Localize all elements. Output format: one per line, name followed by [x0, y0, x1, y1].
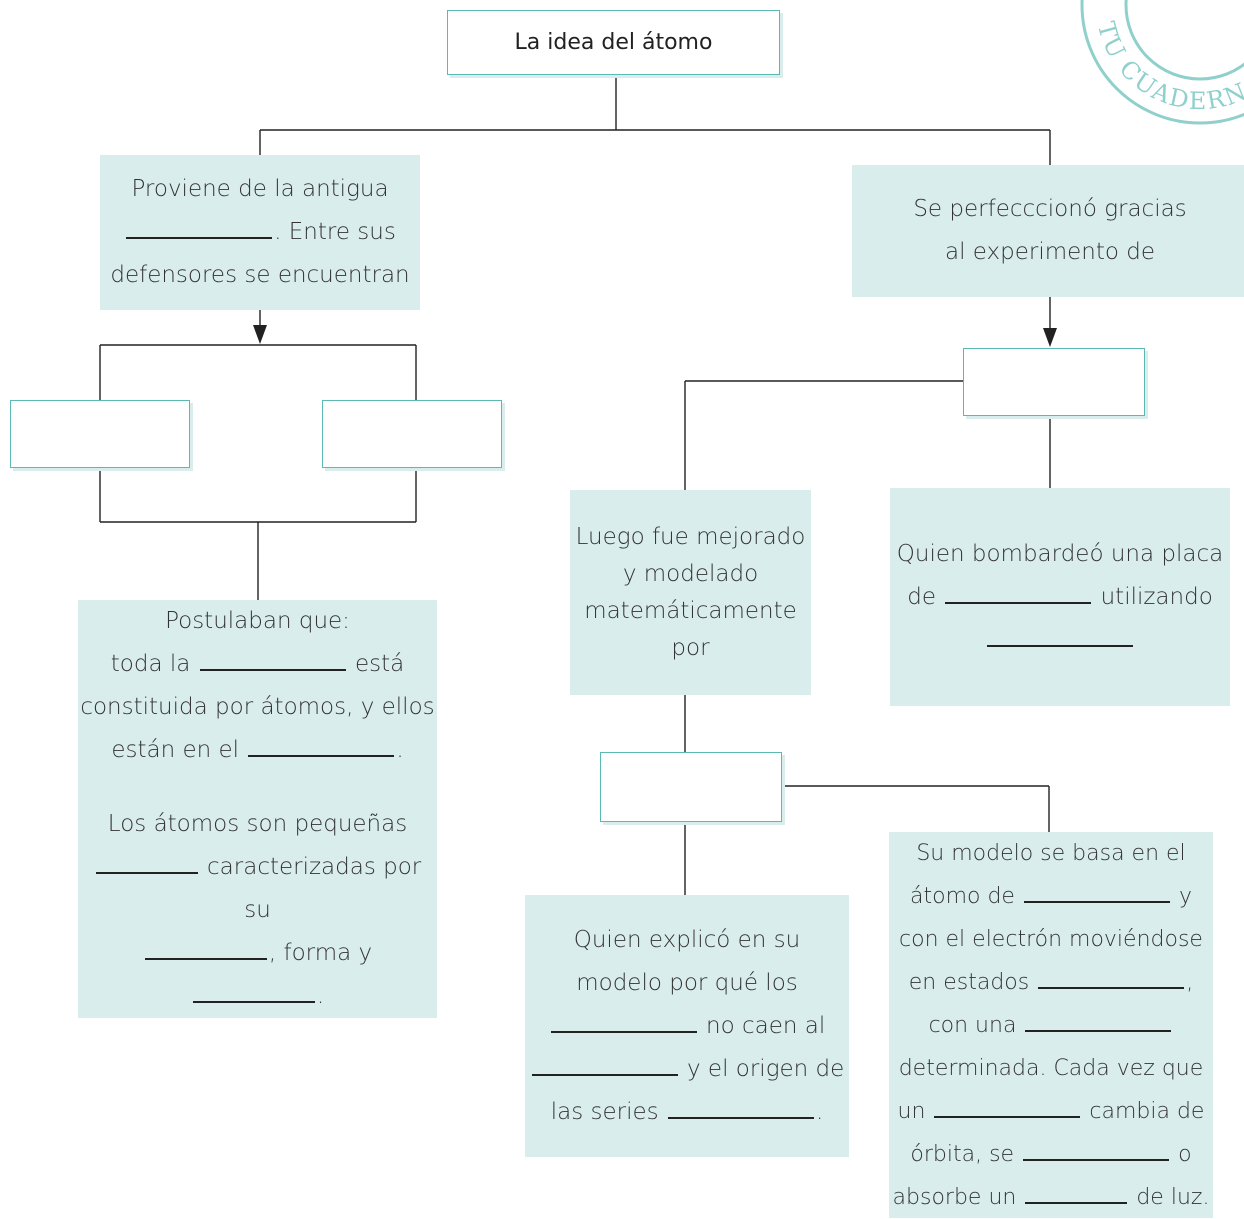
text-line: defensores se encuentran [110, 262, 410, 288]
node-perfecciono [852, 165, 1244, 297]
node-bombardeo-text: Quien bombardeó una placa de utilizando [890, 488, 1230, 706]
concept-map-title: La idea del átomo [447, 10, 780, 75]
node-modelo [889, 832, 1213, 1218]
text-line: caracterizadas por su [78, 846, 437, 932]
text-line: con una [929, 1004, 1174, 1047]
text-line: toda la está [111, 643, 404, 686]
blank-field[interactable] [126, 213, 273, 239]
blank-field[interactable] [1025, 1178, 1128, 1204]
text-line: no caen al [549, 1005, 825, 1048]
blank-field[interactable] [144, 934, 267, 960]
blank-field[interactable] [945, 578, 1092, 604]
text-line: Quien bombardeó una placa [896, 540, 1224, 567]
text-line: las series . [551, 1091, 824, 1134]
answer-box-experimento[interactable] [963, 348, 1145, 416]
text-line: constituida por átomos, y ellos [80, 694, 435, 720]
blank-field[interactable] [667, 1093, 814, 1119]
text-line: matemáticamente [584, 597, 797, 624]
blank-field[interactable] [248, 731, 395, 757]
blank-field[interactable] [1038, 963, 1185, 989]
answer-box-defensor-1[interactable] [10, 400, 190, 468]
text-line: . Entre sus [124, 211, 396, 254]
svg-text:TU CUADERNO: TU CUADERNO [1092, 19, 1244, 116]
answer-box-defensor-2[interactable] [322, 400, 502, 468]
text-line: átomo de y [910, 875, 1192, 918]
node-explico [525, 895, 849, 1157]
text-line: absorbe un de luz. [893, 1176, 1210, 1219]
node-antigua [100, 155, 420, 310]
text-line: Su modelo se basa en el [916, 840, 1186, 866]
node-mejorado-text: Luego fue mejorado y modelado matemática… [570, 490, 811, 695]
blank-field[interactable] [1023, 1135, 1170, 1161]
blank-field[interactable] [1023, 877, 1170, 903]
blank-field[interactable] [531, 1050, 678, 1076]
text-line: un cambia de [898, 1090, 1205, 1133]
node-mejorado [570, 490, 811, 695]
text-line: están en el . [111, 729, 403, 772]
text-line: al experimento de [944, 239, 1156, 265]
text-line: Quien explicó en su [573, 926, 801, 953]
blank-field[interactable] [95, 848, 198, 874]
text-line: Proviene de la antigua [131, 176, 389, 202]
answer-box-mejorado[interactable] [600, 752, 782, 822]
text-line [985, 619, 1135, 662]
text-line: y modelado [622, 560, 759, 587]
text-line: en estados , [909, 961, 1193, 1004]
text-line: modelo por qué los [576, 969, 798, 996]
text-line: Los átomos son pequeñas [107, 811, 408, 837]
text-line: , forma y . [78, 932, 437, 1018]
text-line: y el origen de [530, 1048, 844, 1091]
node-antigua-text: Proviene de la antigua . Entre sus defen… [100, 155, 420, 310]
text-line: Postulaban que: [165, 608, 350, 634]
stamp-logo: TU CUADERNO [1080, 0, 1244, 125]
text-line: con el electrón moviéndose [899, 926, 1203, 952]
blank-field[interactable] [987, 621, 1133, 647]
text-line: órbita, se o [910, 1133, 1191, 1176]
node-bombardeo [890, 488, 1230, 706]
text-line: de utilizando [907, 576, 1213, 619]
blank-field[interactable] [934, 1092, 1081, 1118]
node-explico-text: Quien explicó en su modelo por qué los n… [525, 895, 849, 1157]
node-perfecciono-text: Se perfecccionó gracias al experimento d… [852, 165, 1244, 297]
text-line: Luego fue mejorado [575, 523, 806, 550]
node-postulaban-text: Postulaban que: toda la está constituida… [78, 600, 437, 1018]
text-line: por [671, 634, 710, 661]
blank-field[interactable] [192, 977, 315, 1003]
node-modelo-text: Su modelo se basa en el átomo de y con e… [889, 832, 1213, 1218]
text-line: determinada. Cada vez que [898, 1055, 1204, 1081]
blank-field[interactable] [199, 645, 346, 671]
blank-field[interactable] [1025, 1006, 1172, 1032]
text-line: Se perfecccionó gracias [913, 196, 1187, 222]
blank-field[interactable] [550, 1007, 697, 1033]
